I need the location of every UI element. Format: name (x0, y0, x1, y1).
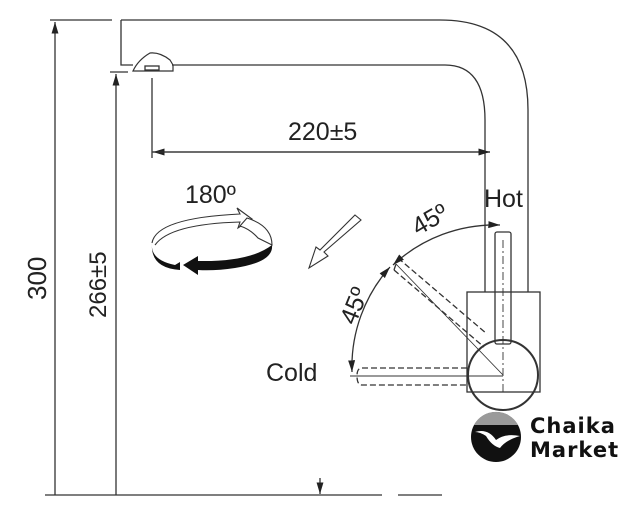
lever-45-position (393, 257, 488, 348)
lever-hot-position (467, 231, 539, 411)
lever-45-axis (395, 263, 504, 376)
spout-outline (120, 19, 541, 393)
lever-cold-position (356, 367, 467, 386)
rotate-direction-arrow-icon (307, 214, 362, 270)
hot-angle-arc (392, 221, 501, 266)
rotation-180-icon (151, 207, 273, 275)
cold-label: Cold (266, 359, 317, 387)
chaika-logo-icon (471, 411, 521, 462)
logo-text-line2: Market (530, 438, 620, 462)
height-300-label: 300 (22, 257, 52, 300)
cold-angle-label: 45º (335, 283, 375, 328)
hot-angle-label: 45º (407, 198, 453, 241)
reach-220-label: 220±5 (288, 118, 357, 146)
hot-label: Hot (484, 185, 523, 213)
height-266-label: 266±5 (85, 251, 112, 318)
base-line (45, 478, 442, 496)
cold-angle-arc (348, 266, 391, 373)
swivel-180-label: 180º (185, 181, 236, 209)
height-dimension-300 (50, 19, 112, 495)
height-dimension-266 (110, 71, 128, 495)
logo-text-line1: Chaika (530, 414, 616, 438)
reach-dimension-220 (151, 78, 490, 158)
